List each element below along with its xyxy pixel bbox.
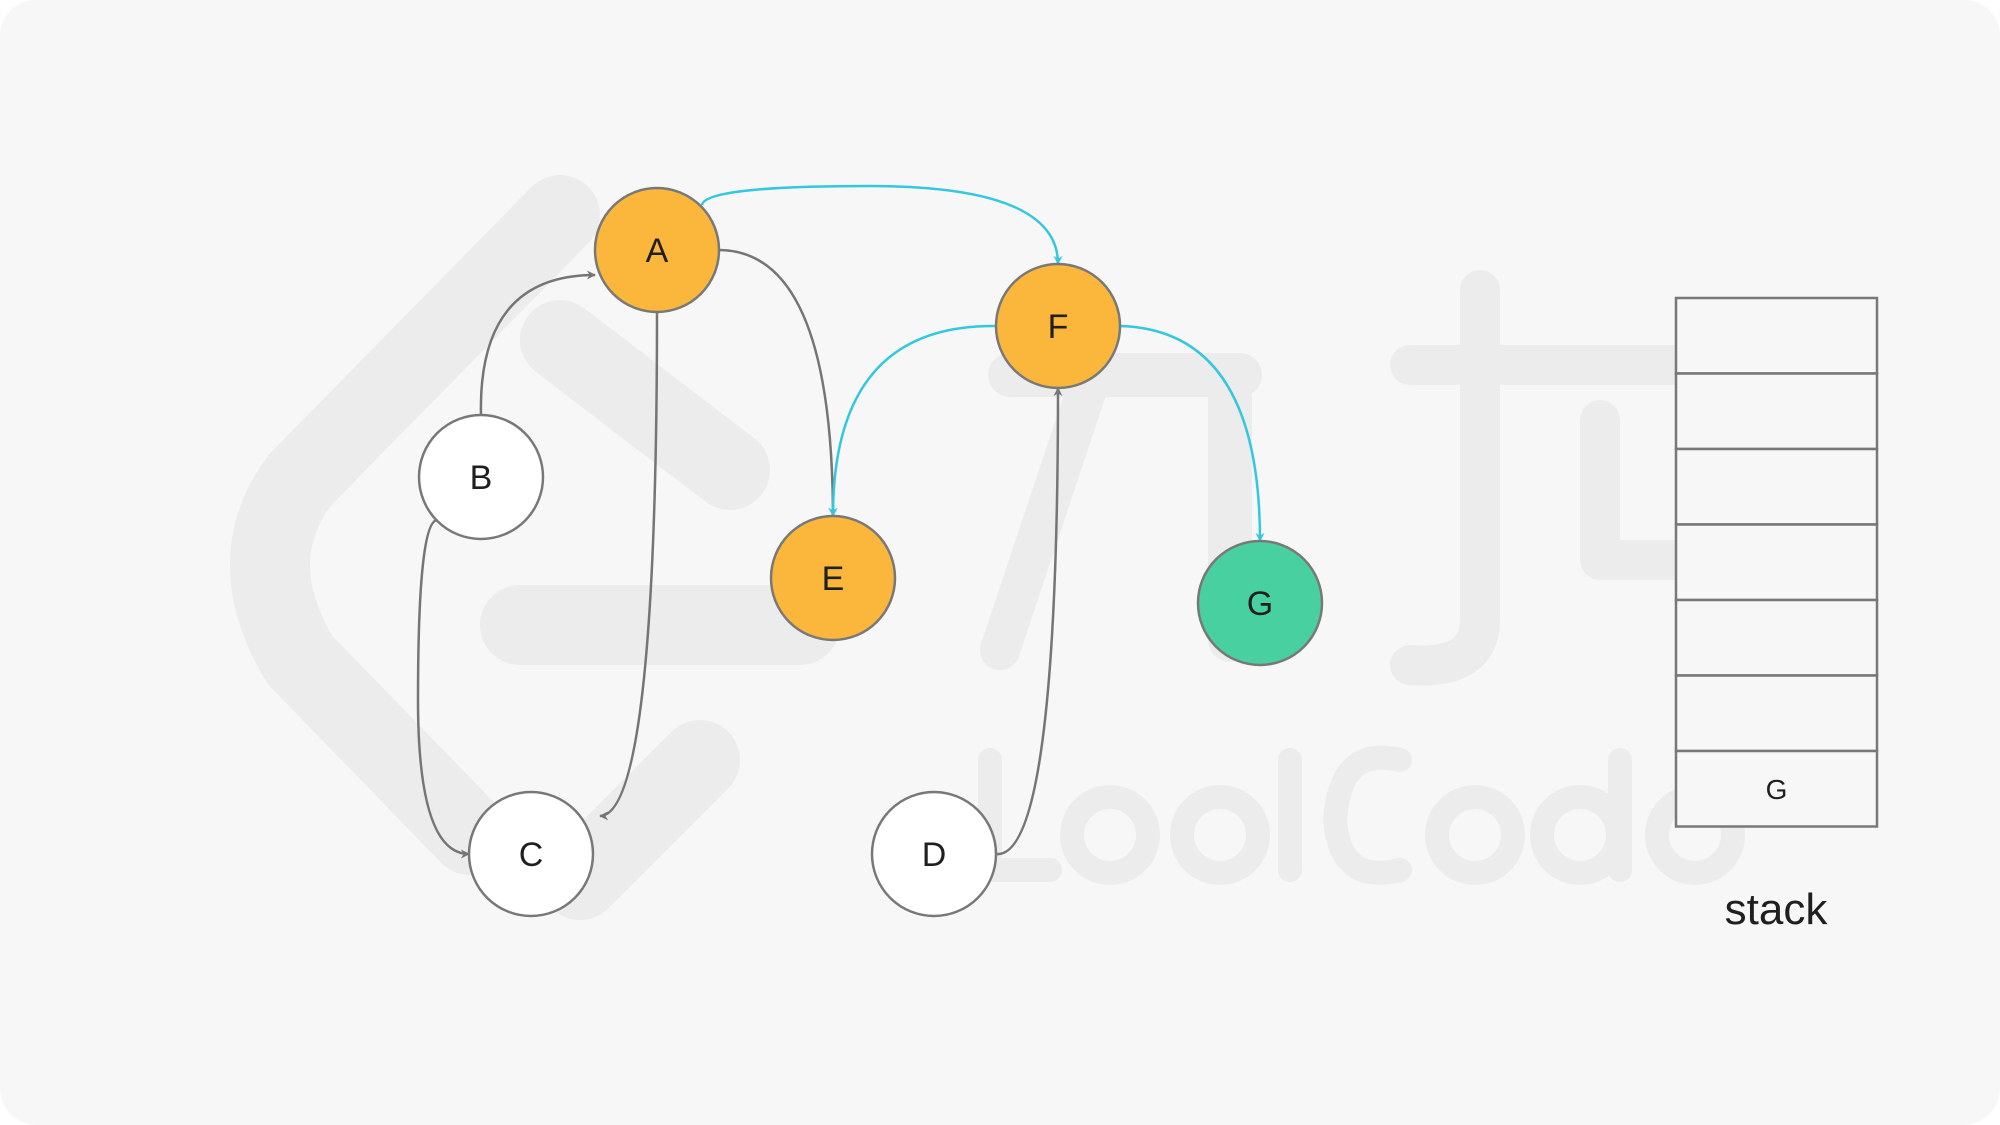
node-g: G: [1196, 539, 1324, 667]
node-circle-b: [417, 413, 545, 541]
edge-a-to-c: [599, 311, 659, 821]
stack-cell-0: [1674, 296, 1879, 375]
node-label-b: B: [470, 459, 493, 497]
watermark-logo: [230, 175, 1720, 920]
node-b: B: [417, 413, 545, 541]
node-a: A: [593, 186, 721, 314]
stack-cell-1: [1674, 372, 1879, 451]
node-circle-d: [870, 790, 998, 918]
edge-b-to-a: [479, 270, 596, 416]
edge-a-to-e: [719, 248, 838, 517]
stack-container: G: [1674, 296, 1879, 828]
node-circle-e: [769, 514, 897, 642]
edge-d-to-f: [995, 387, 1063, 856]
stack-cell-3: [1674, 523, 1879, 602]
stack-cell-5: [1674, 674, 1879, 753]
node-label-a: A: [646, 232, 669, 270]
edge-a-to-f: [700, 184, 1063, 265]
node-label-e: E: [822, 560, 845, 598]
stack-cell-4: [1674, 598, 1879, 677]
node-d: D: [870, 790, 998, 918]
node-label-f: F: [1048, 308, 1069, 346]
stack-cell-2: [1674, 447, 1879, 526]
node-circle-c: [467, 790, 595, 918]
node-label-d: D: [922, 836, 947, 874]
node-label-c: C: [519, 836, 544, 874]
edge-f-to-g: [1119, 324, 1265, 542]
node-circle-a: [593, 186, 721, 314]
node-f: F: [994, 262, 1122, 390]
edge-f-to-e: [828, 324, 997, 517]
edges-layer: [416, 184, 1265, 859]
watermark-text: [978, 745, 1745, 885]
stack-cell-6: [1674, 749, 1879, 828]
node-circle-g: [1196, 539, 1324, 667]
node-circle-f: [994, 262, 1122, 390]
stack-label: stack: [1725, 885, 1829, 934]
node-label-g: G: [1247, 585, 1273, 623]
nodes-layer: A B C D E F G: [417, 186, 1324, 918]
node-c: C: [467, 790, 595, 918]
node-e: E: [769, 514, 897, 642]
stack-cell-label-6: G: [1766, 774, 1788, 805]
edge-b-to-c: [416, 518, 470, 859]
